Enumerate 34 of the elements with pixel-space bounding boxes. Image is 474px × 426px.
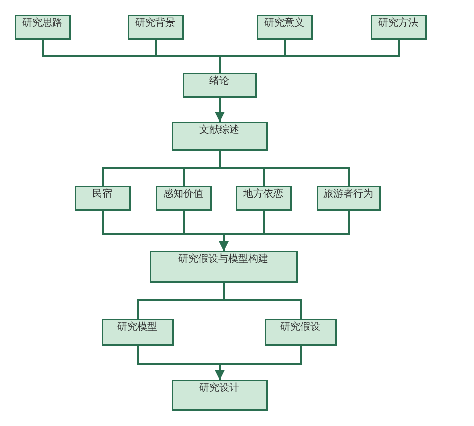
process-box (102, 319, 174, 346)
process-box (371, 15, 427, 40)
box-label: 研究假设与模型构建 (178, 254, 268, 266)
box-label: 民宿 (92, 189, 112, 201)
process-box (156, 186, 212, 211)
connector (219, 40, 400, 73)
box-label: 地方依恋 (244, 189, 284, 201)
connector (223, 283, 302, 319)
process-box (172, 380, 268, 411)
box-label: 研究模型 (118, 322, 158, 334)
connector (219, 151, 350, 186)
process-box (172, 122, 268, 151)
box-label: 研究背景 (136, 18, 176, 30)
connector (219, 211, 350, 251)
process-box (183, 73, 257, 98)
process-box (265, 319, 337, 346)
process-box (15, 15, 71, 40)
process-box (257, 15, 313, 40)
connector (215, 346, 302, 380)
connector (215, 98, 225, 122)
process-box (150, 251, 298, 283)
process-box (317, 186, 381, 211)
process-box (128, 15, 184, 40)
box-label: 绪论 (210, 76, 230, 88)
box-label: 文献综述 (200, 125, 240, 137)
box-label: 研究假设 (280, 322, 320, 334)
box-label: 旅游者行为 (324, 189, 374, 201)
box-label: 研究方法 (378, 18, 418, 30)
box-label: 感知价值 (164, 189, 204, 201)
box-label: 研究思路 (22, 18, 62, 30)
box-label: 研究设计 (200, 383, 240, 395)
process-box (236, 186, 292, 211)
process-box (75, 186, 131, 211)
box-label: 研究意义 (264, 18, 304, 30)
